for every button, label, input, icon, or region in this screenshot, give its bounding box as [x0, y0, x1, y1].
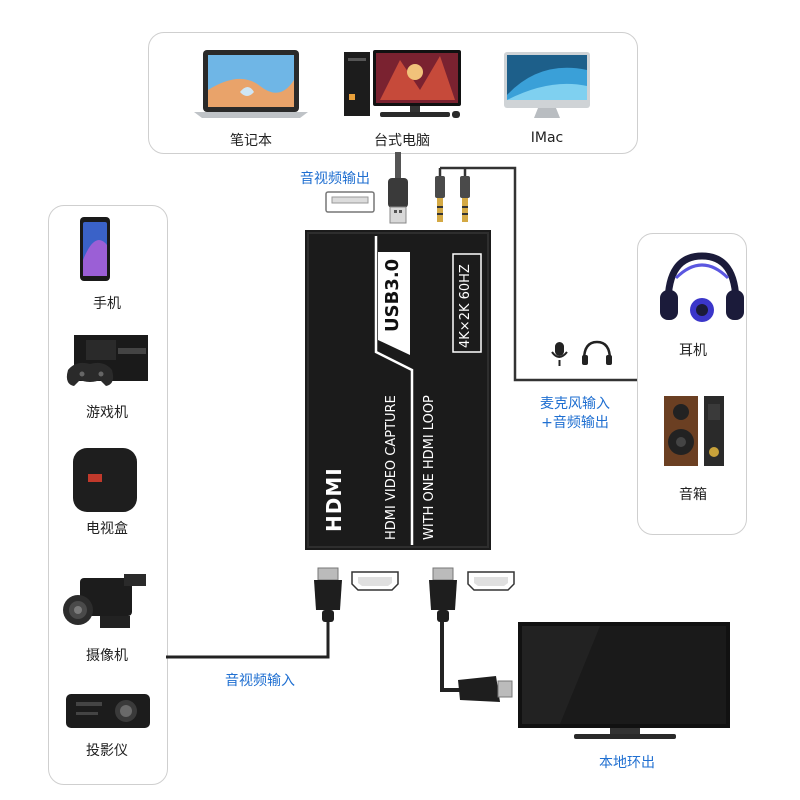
label-imac: IMac	[530, 130, 564, 146]
label-av-output: 音视频输出	[300, 171, 370, 187]
label-console: 游戏机	[86, 405, 128, 421]
game-console-icon	[66, 335, 148, 386]
device-hdmi-logo: HDMI	[322, 467, 346, 532]
audio-jack-icon-2	[460, 176, 470, 222]
usb-plug-icon	[388, 178, 408, 224]
hdmi-plug-icon	[314, 567, 342, 622]
projector-icon	[66, 694, 150, 728]
label-mic-input: 麦克风输入	[540, 396, 610, 412]
device-usb-label: USB3.0	[382, 258, 403, 332]
device-resolution-label: 4K×2K 60HZ	[458, 264, 473, 348]
tv-box-icon	[73, 448, 137, 512]
headphones-icon	[660, 252, 744, 322]
desktop-computer-icon	[344, 50, 461, 118]
laptop-icon	[194, 50, 308, 118]
label-desktop: 台式电脑	[374, 133, 430, 149]
headphone-symbol-icon	[582, 340, 612, 365]
label-speakers: 音箱	[679, 487, 707, 503]
device-loop-title: WITH ONE HDMI LOOP	[422, 395, 437, 540]
video-camera-icon	[63, 574, 146, 628]
device-capture-title: HDMI VIDEO CAPTURE	[384, 395, 399, 540]
label-audio-output: +音频输出	[541, 415, 609, 431]
audio-cable	[440, 166, 637, 382]
label-tvbox: 电视盒	[86, 521, 128, 537]
label-projector: 投影仪	[86, 743, 128, 759]
hdmi-loop-cable	[440, 620, 460, 692]
hdmi-port-icon-2	[467, 571, 515, 591]
label-laptop: 笔记本	[230, 133, 272, 149]
hdmi-plug-icon-2	[429, 567, 457, 622]
hdmi-port-icon	[351, 571, 399, 591]
label-av-input: 音视频输入	[225, 673, 295, 689]
hdmi-plug-to-tv-icon	[458, 676, 513, 702]
label-loop-output: 本地环出	[599, 755, 655, 771]
label-phone: 手机	[93, 296, 121, 312]
capture-device	[305, 230, 491, 550]
audio-jack-icon	[435, 176, 445, 222]
speakers-icon	[664, 396, 724, 466]
tv-monitor-icon	[518, 622, 730, 739]
imac-icon	[504, 52, 590, 118]
label-camera: 摄像机	[86, 648, 128, 664]
usb-port-icon	[325, 191, 375, 213]
phone-icon	[80, 217, 110, 281]
microphone-icon	[551, 342, 568, 366]
right-devices-panel	[637, 233, 747, 535]
label-headphones: 耳机	[679, 343, 707, 359]
hdmi-input-cable	[166, 620, 330, 659]
